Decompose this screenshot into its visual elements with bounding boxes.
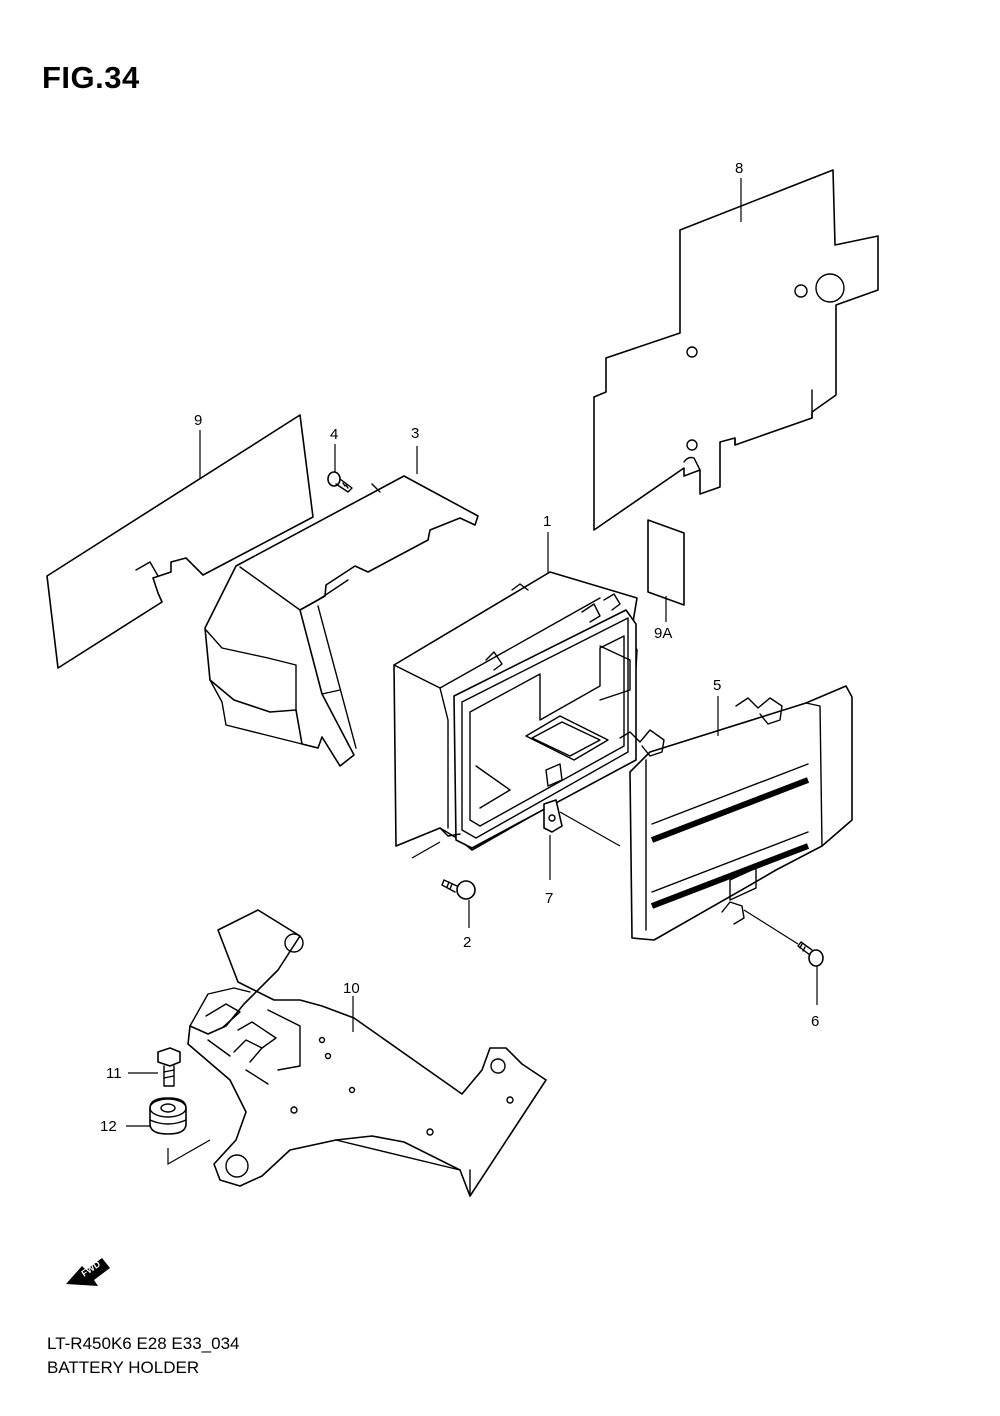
part-9a-pad[interactable] [647, 519, 685, 606]
part-1-battery-holder[interactable] [393, 571, 638, 851]
part-4-screw[interactable] [327, 471, 353, 493]
callout-3: 3 [411, 425, 419, 442]
part-5-cover-plate[interactable] [619, 685, 853, 941]
part-11-bolt[interactable] [157, 1047, 181, 1087]
figure-name: BATTERY HOLDER [47, 1358, 200, 1377]
callout-4: 4 [330, 426, 338, 443]
part-12-grommet[interactable] [149, 1097, 187, 1135]
callout-8: 8 [735, 160, 743, 177]
part-3-battery-cover[interactable] [204, 475, 479, 767]
part-10-mounting-bracket[interactable] [187, 909, 547, 1197]
callout-11: 11 [106, 1065, 122, 1082]
model-code: LT-R450K6 E28 E33_034 [47, 1334, 240, 1353]
figure-title: FIG.34 [42, 60, 140, 95]
part-2-bolt[interactable] [441, 879, 476, 900]
callout-7: 7 [545, 890, 553, 907]
part-9-insulator-pad[interactable] [46, 414, 314, 669]
callout-5: 5 [713, 677, 721, 694]
callout-9: 9 [194, 412, 202, 429]
part-8-insulator-sheet[interactable] [593, 169, 879, 531]
callout-9a: 9A [654, 625, 672, 642]
callout-2: 2 [463, 934, 471, 951]
callout-10: 10 [343, 980, 360, 997]
callout-12: 12 [100, 1118, 117, 1135]
callout-6: 6 [811, 1013, 819, 1030]
part-6-screw[interactable] [797, 941, 824, 967]
callout-1: 1 [543, 513, 551, 530]
fwd-arrow-icon: FWD [66, 1258, 110, 1286]
part-7-clip-nut[interactable] [543, 799, 563, 833]
